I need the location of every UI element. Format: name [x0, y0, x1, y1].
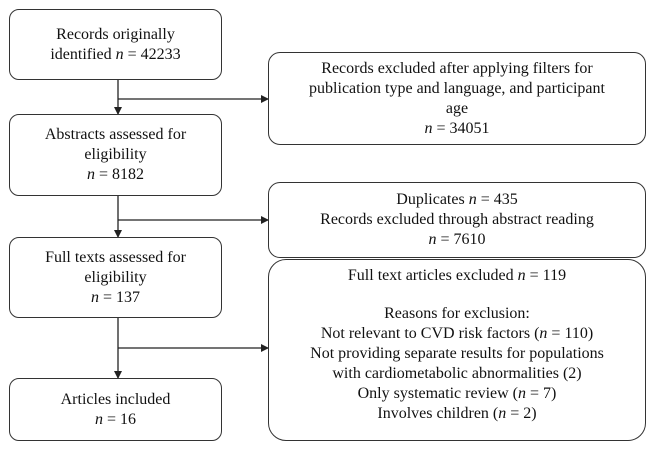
duplicates-excluded-box: Duplicates n = 435 Records excluded thro… [268, 182, 646, 258]
text-line: n = 7610 [428, 231, 486, 248]
abstracts-assessed-box: Abstracts assessed for eligibility n = 8… [9, 114, 222, 196]
text-line: with cardiometabolic abnormalities (2) [332, 365, 582, 382]
text-line: Records originally [56, 25, 175, 43]
text-line: Abstracts assessed for [44, 126, 187, 143]
records-identified-box: Records originally identified n = 42233 [9, 9, 222, 80]
text-line: Reasons for exclusion: [384, 305, 530, 322]
text-line: Only systematic review (n = 7) [357, 385, 557, 402]
full-text-excluded-box: Full text articles excluded n = 119 Reas… [268, 259, 646, 441]
text-line: eligibility [84, 146, 147, 163]
text-line: n = 16 [94, 410, 137, 428]
text-line: Involves children (n = 2) [377, 405, 537, 422]
full-texts-assessed-box: Full texts assessed for eligibility n = … [9, 237, 222, 318]
text-line: Not providing separate results for popul… [310, 345, 604, 362]
text-line: Duplicates n = 435 [396, 191, 518, 208]
text-line: Records excluded after applying filters … [321, 59, 593, 77]
text-line: Not relevant to CVD risk factors (n = 11… [320, 325, 594, 342]
text-line: age [445, 99, 469, 117]
text-line: n = 137 [90, 288, 141, 306]
excluded-filters-box: Records excluded after applying filters … [268, 52, 646, 145]
text-line: Articles included [60, 390, 171, 408]
text-line: publication type and language, and parti… [309, 79, 605, 97]
text-line: Full text articles excluded n = 119 [347, 267, 567, 284]
text-line: n = 34051 [424, 119, 490, 137]
text-line: Full texts assessed for [45, 248, 186, 266]
text-line: n = 8182 [86, 166, 145, 183]
articles-included-box: Articles included n = 16 [9, 378, 222, 441]
text-line: identified n = 42233 [50, 45, 181, 63]
text-line: eligibility [84, 268, 147, 286]
text-line: Records excluded through abstract readin… [320, 211, 594, 228]
